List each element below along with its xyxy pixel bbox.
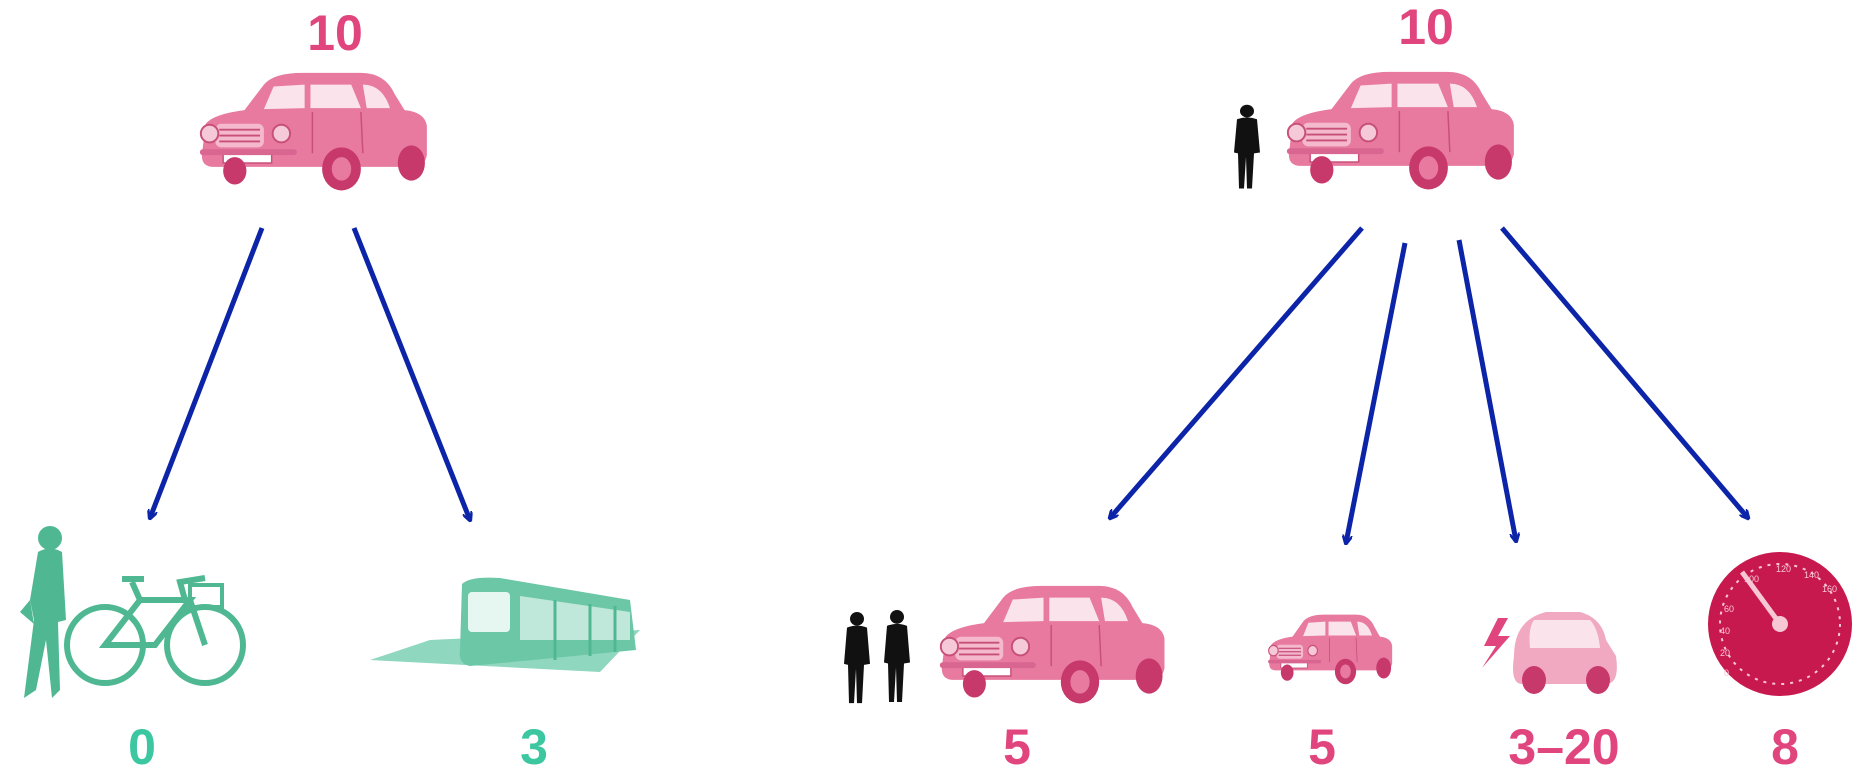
svg-text:60: 60 [1724,604,1734,614]
right-source-person-icon [1234,104,1260,189]
svg-text:160: 160 [1822,584,1837,594]
left-source-car-icon [198,71,428,192]
speedometer-value: 8 [1771,719,1799,775]
speedometer-icon: 60 100 120 140 160 40 20 0 [1708,552,1852,696]
svg-text:20: 20 [1720,648,1730,658]
small-car-value: 5 [1308,719,1336,775]
electric-car-value: 3–20 [1508,719,1620,775]
arrow-right-to-carpool [1110,226,1364,518]
arrow-left-to-walk-bike [150,227,265,518]
electric-car-icon [1482,612,1617,694]
svg-text:40: 40 [1720,626,1730,636]
svg-text:0: 0 [1724,668,1729,678]
arrow-right-to-electric-car [1456,239,1516,541]
svg-text:100: 100 [1744,574,1759,584]
arrow-right-to-small-car [1346,242,1408,543]
tram-value: 3 [520,719,548,775]
svg-text:140: 140 [1804,570,1819,580]
left-top-value: 10 [307,5,363,61]
walk-bike-value: 0 [128,719,156,775]
small-car-icon [1267,614,1393,685]
right-top-value: 10 [1398,0,1454,55]
right-source-car-icon [1285,70,1515,191]
carpool-value: 5 [1003,719,1031,775]
carpool-car-icon [844,584,1166,705]
arrow-left-to-tram [351,227,470,520]
arrow-right-to-speedometer [1500,226,1748,518]
svg-text:120: 120 [1776,564,1791,574]
walker-with-bicycle-icon [20,526,246,698]
tram-icon [370,577,640,672]
